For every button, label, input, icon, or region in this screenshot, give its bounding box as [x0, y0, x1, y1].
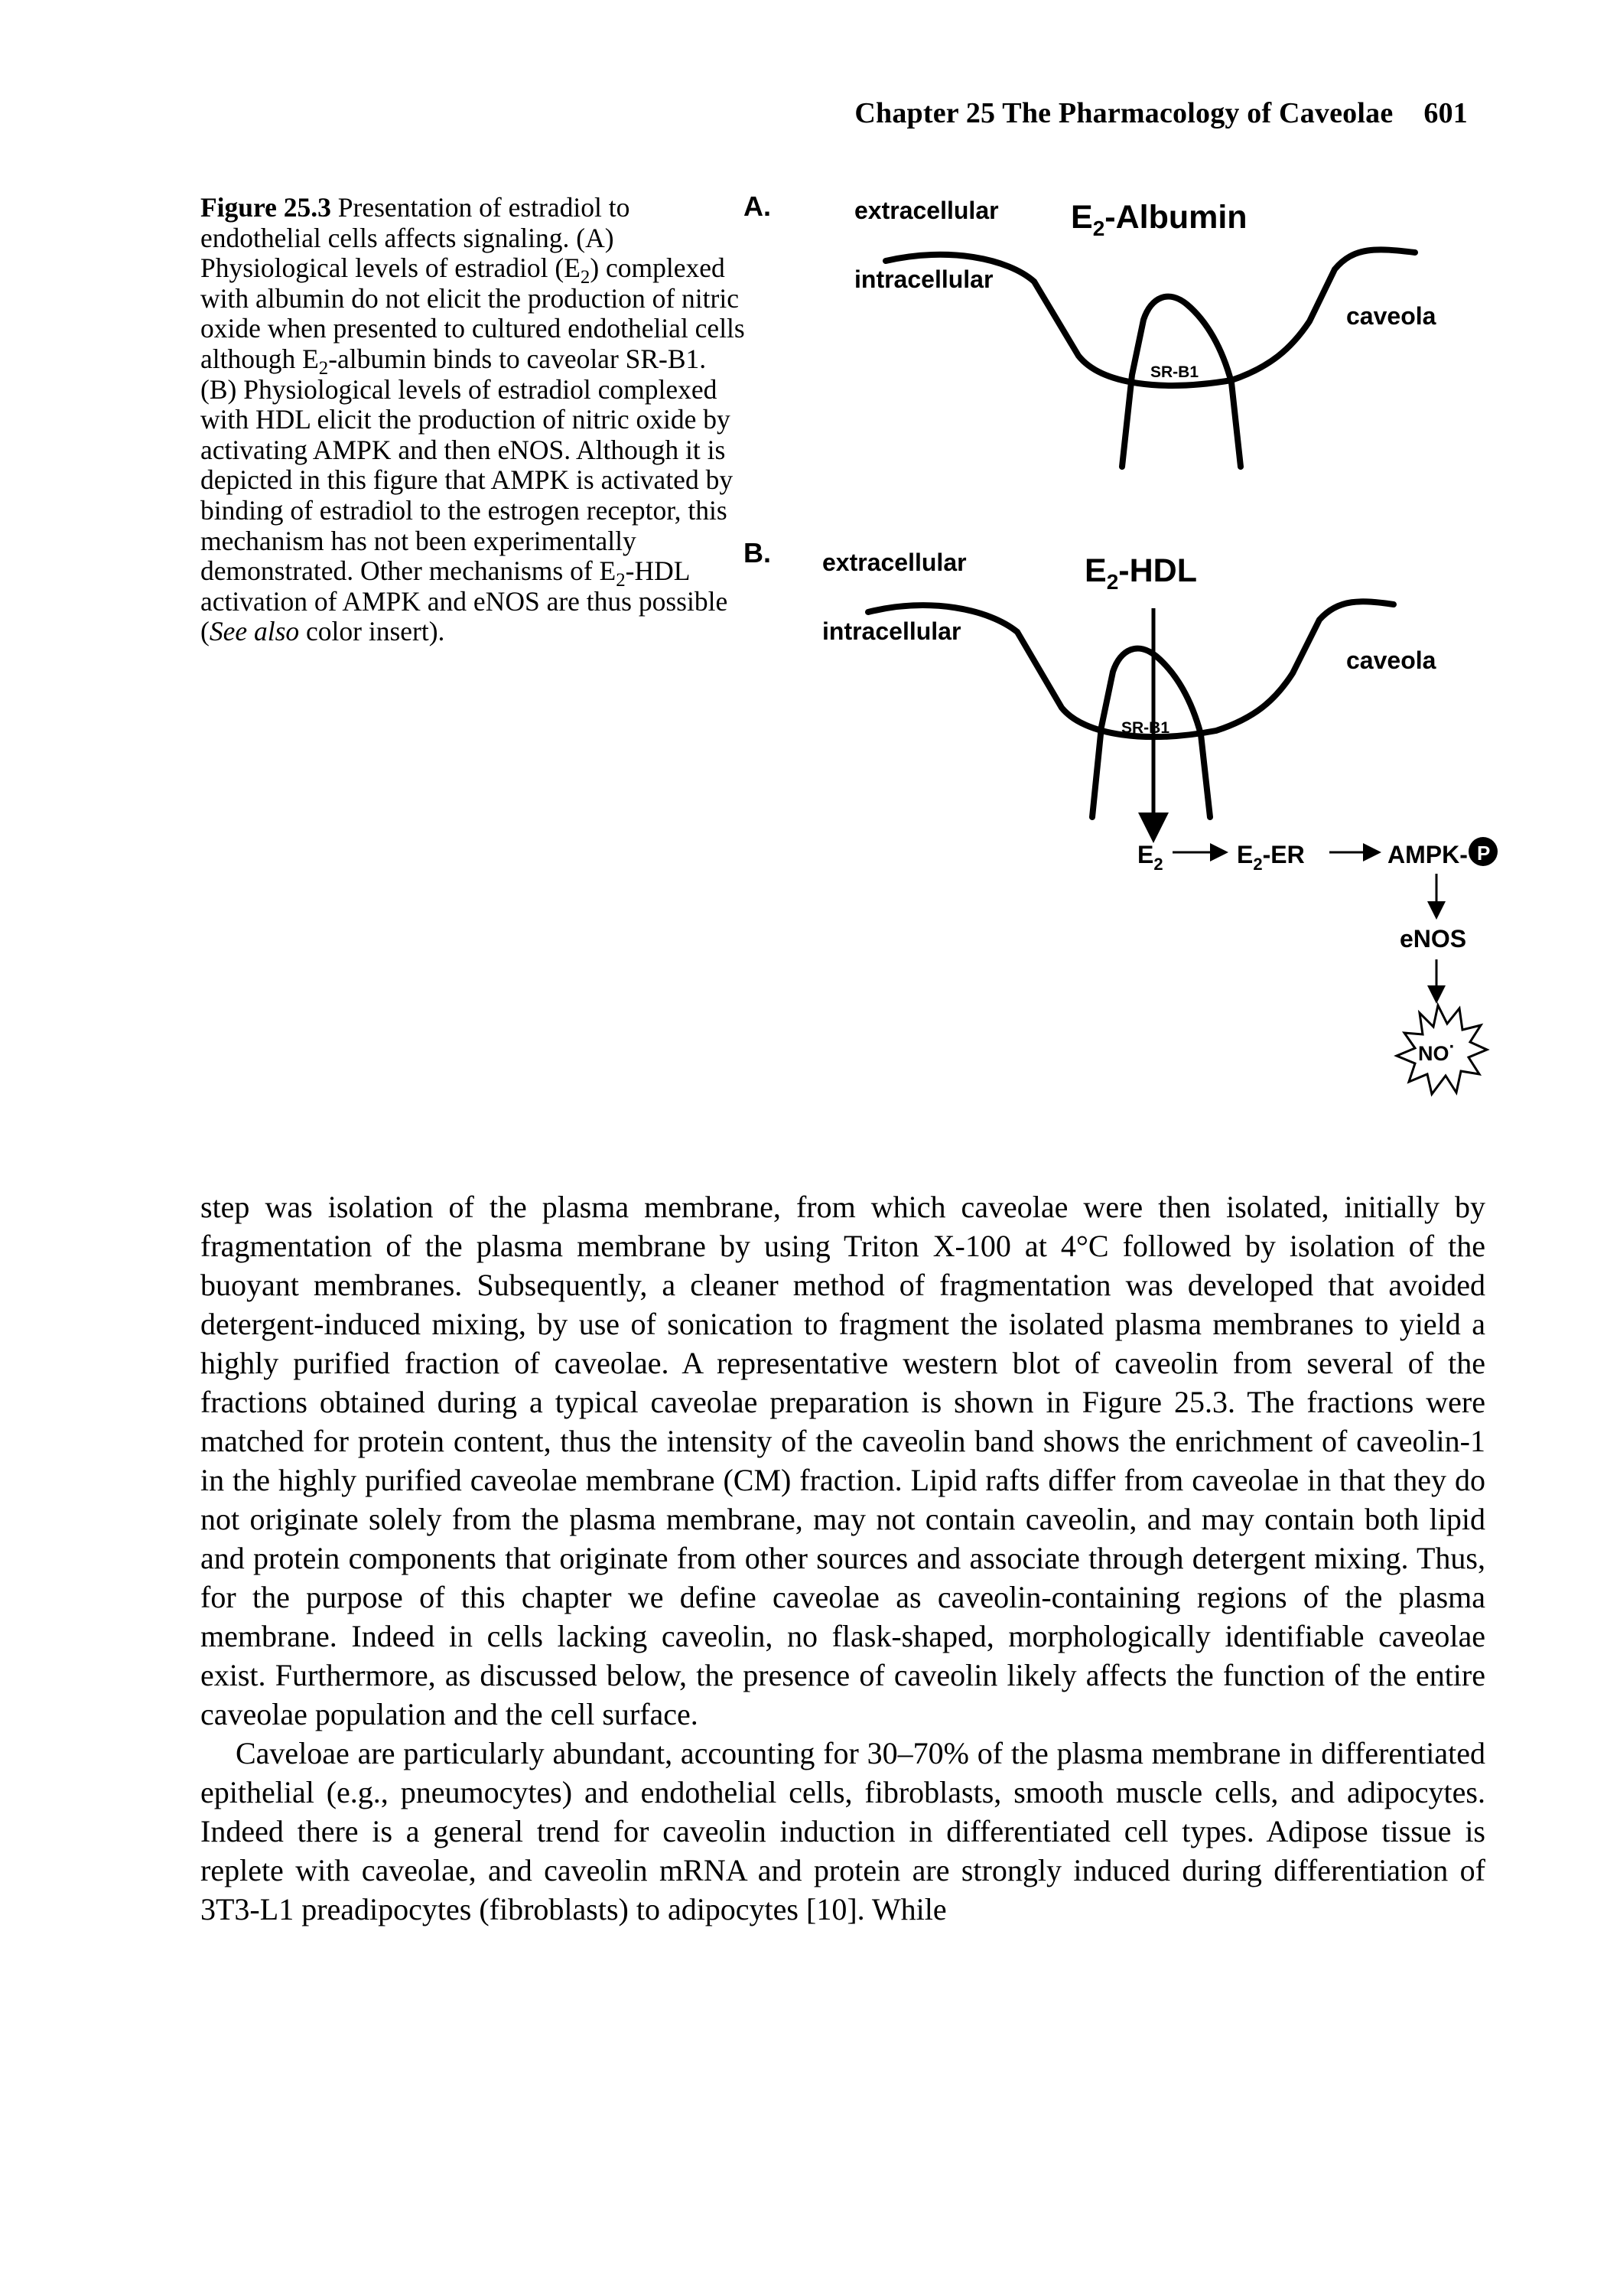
panel-a-srb1-label: SR-B1 [1150, 363, 1199, 381]
panel-b-extracellular-label: extracellular [822, 549, 967, 576]
panel-a-letter: A. [743, 191, 771, 222]
caption-sub-2: 2 [318, 358, 329, 379]
panel-b-intracellular-label: intracellular [822, 617, 961, 645]
caption-italic: See also [209, 616, 300, 647]
paragraph-1: step was isolation of the plasma membran… [200, 1190, 1485, 1731]
pathway-ampk: AMPK- [1387, 841, 1468, 868]
caption-text-5: color insert). [299, 616, 445, 647]
panel-a-srb1-receptor [1119, 293, 1244, 470]
panel-a-extracellular-label: extracellular [854, 197, 999, 224]
panel-a-membrane [883, 246, 1418, 389]
panel-b-membrane [865, 598, 1397, 740]
panel-a: A. extracellular intracellular E2-Albumi… [743, 191, 1436, 470]
panel-a-complex-label: E2-Albumin [1071, 199, 1248, 240]
figure-diagram: A. extracellular intracellular E2-Albumi… [743, 191, 1498, 1097]
phospho-badge [1469, 837, 1498, 866]
paragraph-2: Caveloae are particularly abundant, acco… [200, 1736, 1485, 1926]
panel-b: B. extracellular intracellular E2-HDL ca… [743, 537, 1436, 843]
signaling-pathway: E2 E2-ER AMPK- P eNOS NO· [1137, 837, 1498, 1097]
no-starburst-icon [1394, 1001, 1490, 1097]
caption-text-1: Presentation of estradiol to endothelial… [200, 192, 630, 284]
panel-b-caveola-label: caveola [1346, 646, 1436, 674]
running-head: Chapter 25 The Pharmacology of Caveolae 6… [854, 96, 1468, 130]
panel-b-srb1-receptor [1089, 645, 1213, 820]
panel-b-letter: B. [743, 537, 771, 568]
figure-caption: Figure 25.3 Presentation of estradiol to… [200, 192, 745, 647]
pathway-e2: E2 [1137, 841, 1163, 874]
caption-text-3: -albumin binds to caveolar SR-B1. (B) Ph… [200, 343, 734, 587]
caption-text-2: ) complexed with albumin do not elicit t… [200, 252, 745, 374]
caption-sub-1: 2 [580, 267, 590, 288]
caption-sub-3: 2 [616, 570, 626, 591]
panel-b-srb1-label: SR-B1 [1121, 719, 1169, 737]
pathway-e2-er: E2-ER [1237, 841, 1305, 874]
panel-b-complex-label: E2-HDL [1085, 552, 1197, 594]
pathway-enos: eNOS [1400, 925, 1466, 953]
figure-label: Figure 25.3 [200, 192, 331, 223]
caption-text-4: -HDL activation of AMPK and eNOS are thu… [200, 555, 728, 647]
body-text: step was isolation of the plasma membran… [200, 1187, 1485, 1929]
panel-a-caveola-label: caveola [1346, 302, 1436, 330]
pathway-no-label: NO· [1418, 1037, 1456, 1065]
phospho-badge-label: P [1477, 842, 1490, 865]
page-number: 601 [1423, 97, 1468, 129]
running-title: Chapter 25 The Pharmacology of Caveolae [854, 97, 1394, 129]
panel-a-intracellular-label: intracellular [854, 265, 993, 293]
